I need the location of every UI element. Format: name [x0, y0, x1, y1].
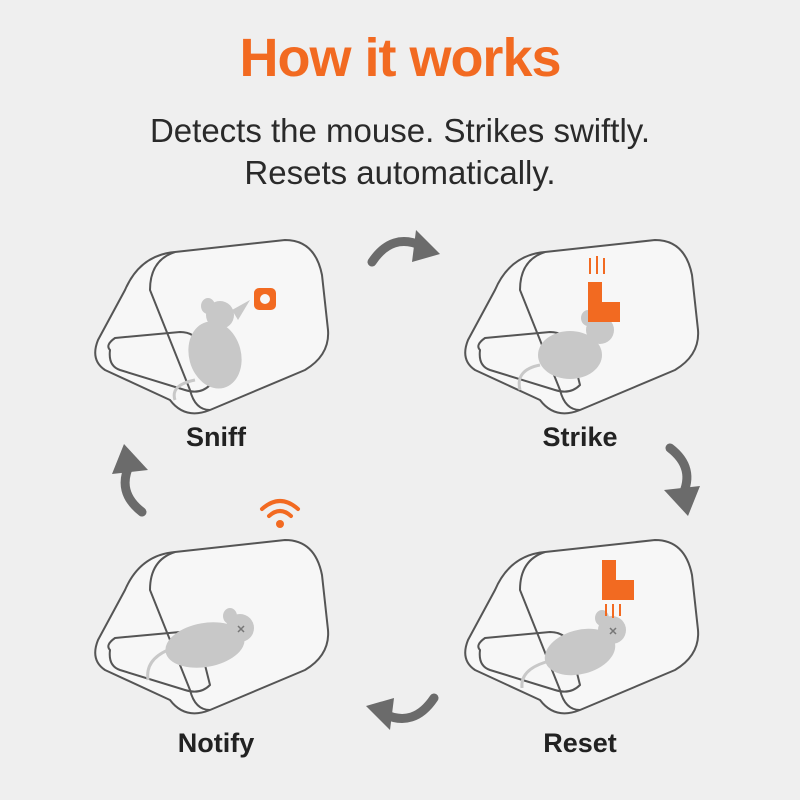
page-title: How it works: [239, 28, 561, 88]
step-notify-illustration: [90, 530, 350, 720]
mouse-caught: [146, 608, 254, 681]
step-label-sniff: Sniff: [186, 422, 246, 452]
mouse-sniffing: [172, 298, 250, 401]
curved-arrow-icon-top: [362, 222, 446, 281]
step-label-reset: Reset: [543, 728, 617, 758]
wifi-icon: [258, 495, 302, 531]
mouse-caught: [520, 610, 626, 689]
step-sniff-illustration: [90, 230, 350, 420]
bait-icon: [254, 288, 276, 310]
subtitle-line-1: Detects the mouse. Strikes swiftly.: [149, 112, 651, 149]
step-strike-illustration: [460, 230, 720, 420]
curved-arrow-icon-left: [104, 438, 164, 527]
curved-arrow-icon-right: [648, 438, 708, 527]
subtitle-line-2: Resets automatically.: [244, 154, 556, 191]
step-label-strike: Strike: [542, 422, 618, 452]
curved-arrow-icon-bottom: [360, 684, 444, 743]
step-label-notify: Notify: [177, 728, 255, 758]
page-subtitle: Detects the mouse. Strikes swiftly. Rese…: [0, 110, 800, 194]
striker-icon: [602, 560, 634, 618]
step-reset-illustration: [460, 530, 720, 720]
striker-icon: [588, 256, 620, 322]
